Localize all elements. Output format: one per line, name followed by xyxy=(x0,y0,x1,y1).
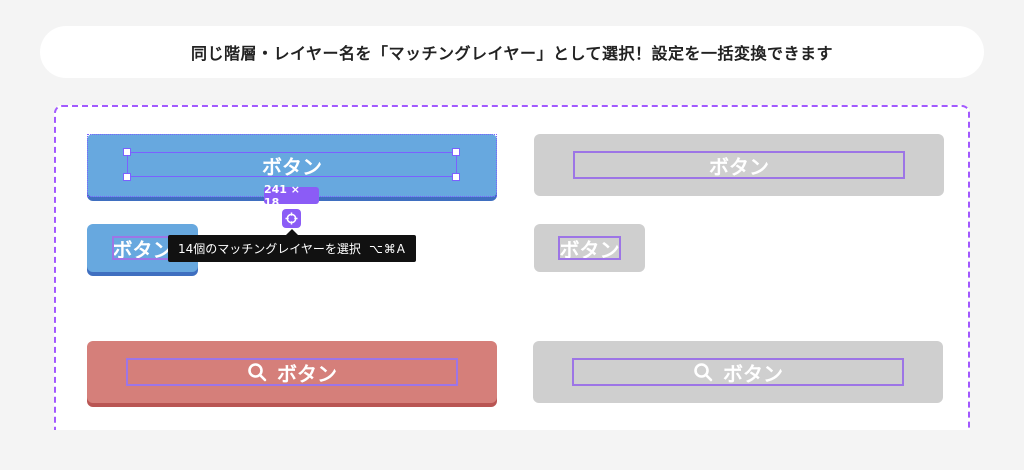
selection-box[interactable] xyxy=(127,152,457,177)
search-icon xyxy=(248,363,267,382)
size-label: 241 × 18 xyxy=(264,182,301,209)
wide-gray-button[interactable]: ボタン xyxy=(534,134,944,196)
target-icon xyxy=(285,212,298,225)
matching-layer-highlight xyxy=(572,358,904,386)
small-gray-button-label: ボタン xyxy=(559,237,620,262)
resize-handle-bottom-left[interactable] xyxy=(123,173,131,181)
matching-layer-highlight xyxy=(573,151,905,179)
small-gray-button[interactable]: ボタン xyxy=(534,224,645,272)
matching-layers-tooltip: 14個のマッチングレイヤーを選択 ⌥⌘A xyxy=(168,235,416,262)
wide-blue-button[interactable]: ボタン xyxy=(87,134,497,197)
banner-text: 同じ階層・レイヤー名を「マッチングレイヤー」として選択！設定を一括変換できます xyxy=(190,44,834,63)
canvas-bottom-cut xyxy=(0,430,1024,470)
search-red-button[interactable]: ボタン xyxy=(87,341,497,403)
tooltip-shortcut: ⌥⌘A xyxy=(368,241,406,256)
search-gray-button[interactable]: ボタン xyxy=(533,341,943,403)
matching-layer-highlight xyxy=(126,358,458,386)
tooltip-text: 14個のマッチングレイヤーを選択 xyxy=(178,242,361,256)
search-icon xyxy=(694,363,713,382)
search-red-button-label: ボタン xyxy=(277,361,337,386)
matching-layer-highlight xyxy=(558,236,621,260)
select-matching-button[interactable] xyxy=(282,209,301,228)
small-blue-button-label: ボタン xyxy=(112,237,173,262)
resize-handle-top-right[interactable] xyxy=(452,148,460,156)
matching-layer-highlight xyxy=(112,236,172,260)
selection-size-badge: 241 × 18 xyxy=(264,183,319,209)
resize-handle-bottom-right[interactable] xyxy=(452,173,460,181)
header-banner: 同じ階層・レイヤー名を「マッチングレイヤー」として選択！設定を一括変換できます xyxy=(40,26,984,78)
search-red-button-content: ボタン xyxy=(247,358,337,387)
resize-handle-top-left[interactable] xyxy=(123,148,131,156)
wide-gray-button-label: ボタン xyxy=(709,154,769,179)
search-gray-button-content: ボタン xyxy=(693,358,783,387)
tooltip-arrow xyxy=(286,229,298,235)
wide-blue-button-label: ボタン xyxy=(262,155,322,179)
search-gray-button-label: ボタン xyxy=(723,361,783,386)
